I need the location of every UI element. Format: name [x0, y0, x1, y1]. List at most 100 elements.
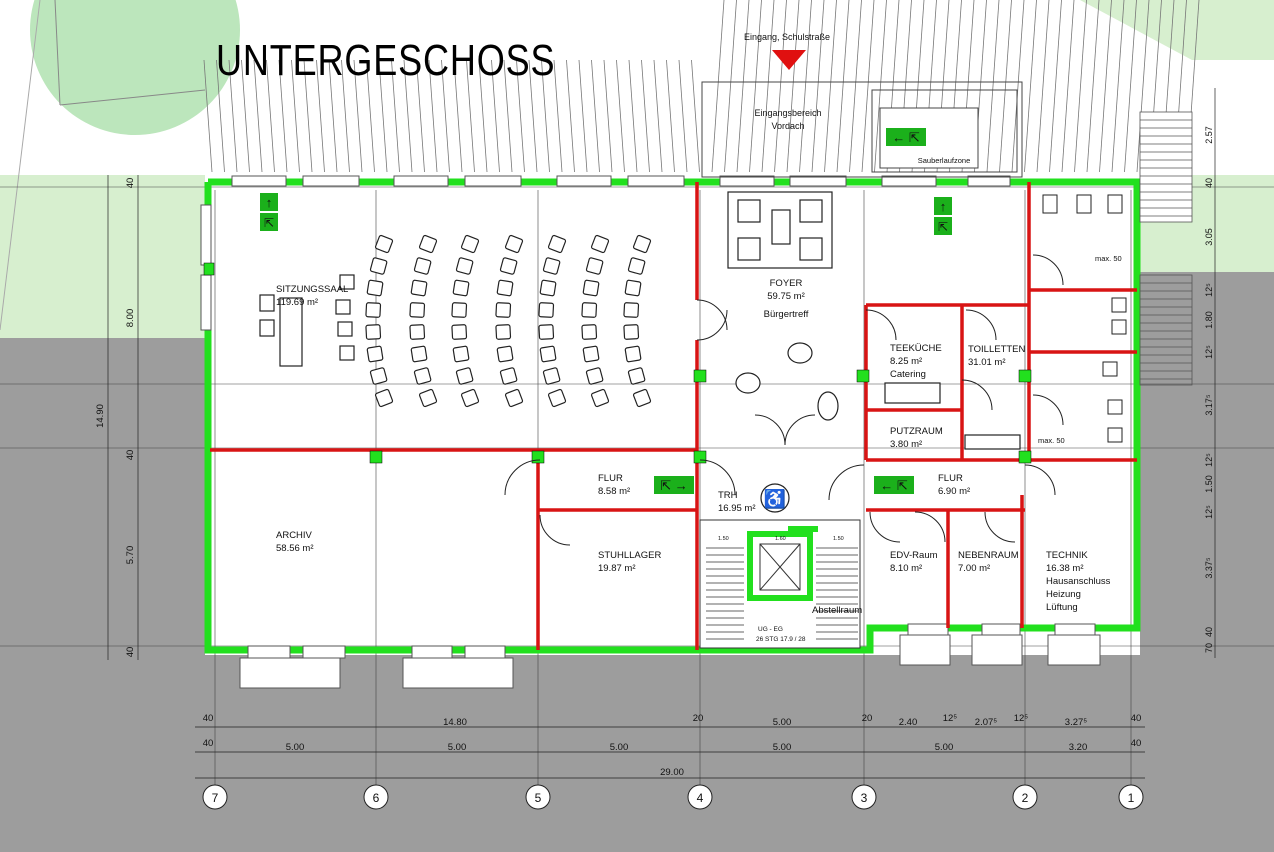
entrance-canopy: [701, 50, 1023, 178]
chair: [460, 388, 480, 408]
svg-text:⇱: ⇱: [264, 216, 274, 230]
dim-bottom: 40: [1131, 738, 1142, 749]
stair-dim-1: 1.50: [718, 536, 729, 542]
chair: [452, 279, 470, 297]
svg-text:⇱: ⇱: [938, 220, 948, 234]
roof-hatch-line: [1124, 0, 1137, 173]
room-technik-note1: Hausanschluss: [1046, 576, 1111, 587]
room-foyer-area: 59.75 m²: [767, 291, 805, 302]
room-flur-right-area: 6.90 m²: [938, 486, 970, 497]
wc-note-upper: max. 50: [1095, 254, 1122, 263]
chair: [623, 302, 640, 318]
roof-hatch-line: [711, 0, 725, 173]
roof-hatch-line: [453, 59, 463, 173]
dim-bottom: 12⁵: [943, 713, 958, 724]
roof-hatch-line: [341, 59, 350, 173]
dim-bottom: 40: [203, 738, 214, 749]
dim-bottom: 40: [203, 713, 214, 724]
chair: [581, 324, 598, 340]
chair: [590, 388, 610, 408]
axis-markers: 7 6 5 4 3 2 1: [202, 784, 1144, 810]
chair-rows: [335, 234, 652, 408]
roof-hatch-line: [253, 59, 263, 173]
exit-sign-icon: ⇱ →: [654, 476, 694, 494]
chair: [418, 234, 438, 254]
roof-hatch-line: [303, 59, 313, 173]
chair: [547, 388, 567, 408]
roof-hatch-line: [786, 0, 800, 173]
doors: [504, 254, 1064, 546]
room-teekueche-note: Catering: [890, 369, 926, 380]
roof-hatch-line: [774, 0, 787, 173]
chair: [581, 302, 598, 318]
grid-lines: [0, 186, 1274, 795]
entrance-area-label-2: Vordach: [771, 121, 804, 131]
roof-hatch-line: [691, 59, 700, 173]
chair: [585, 257, 604, 275]
chair: [339, 274, 355, 290]
room-flur-left-name: FLUR: [598, 473, 623, 484]
chair: [496, 345, 514, 363]
chair: [366, 279, 384, 297]
dim-right: 12⁵: [1204, 453, 1214, 467]
chair: [582, 279, 600, 297]
chair: [542, 257, 561, 275]
chair: [499, 367, 518, 385]
roof-hatch-line: [366, 59, 375, 173]
dimensions-left: 40 8.00 40 5.70 40 14.90: [95, 175, 139, 660]
windows: [200, 175, 1101, 689]
chair: [409, 302, 426, 318]
dim-bottom: 40: [1131, 713, 1142, 724]
roof-hatch-line: [203, 59, 213, 173]
dim-bottom: 20: [693, 713, 704, 724]
room-edv-name: EDV-Raum: [890, 550, 938, 561]
roof-hatch-line: [516, 59, 525, 173]
entrance-label: Eingang, Schulstraße: [744, 32, 830, 42]
chair: [590, 234, 610, 254]
room-technik-area: 16.38 m²: [1046, 563, 1084, 574]
dim-left: 40: [125, 178, 136, 189]
dim-bottom: 2.07⁵: [975, 717, 997, 728]
chair: [495, 302, 512, 318]
stair-core: [699, 519, 861, 649]
outdoor-stairs: [1139, 111, 1193, 386]
chair: [627, 257, 646, 275]
roof-hatch-line: [278, 59, 288, 173]
mat-label: Sauberlaufzone: [918, 156, 971, 165]
room-edv-area: 8.10 m²: [890, 563, 922, 574]
roof-hatch-line: [1011, 0, 1025, 173]
roof-hatch-line: [824, 0, 837, 173]
roof-hatch-line: [1024, 0, 1037, 173]
dim-bottom: 20: [862, 713, 873, 724]
dimensions-bottom: 40 14.80 20 5.00 20 2.40 12⁵ 2.07⁵ 12⁵ 3…: [195, 713, 1145, 779]
chair: [365, 302, 382, 318]
wc-note-lower: max. 50: [1038, 436, 1065, 445]
chair: [627, 367, 646, 385]
dim-right: 70: [1204, 643, 1214, 653]
dim-left: 5.70: [125, 546, 136, 565]
columns: [203, 262, 1032, 464]
chair: [460, 234, 480, 254]
roof-hatch-line: [1049, 0, 1062, 173]
chair: [624, 279, 642, 297]
roof-hatch-line: [391, 59, 400, 173]
room-teekueche-name: TEEKÜCHE: [890, 343, 942, 354]
chair: [455, 367, 474, 385]
roof-hatch-line: [241, 59, 250, 173]
chair: [539, 345, 557, 363]
svg-text:← ⇱: ← ⇱: [880, 478, 908, 493]
axis-label: 5: [535, 791, 542, 805]
room-teekueche-area: 8.25 m²: [890, 356, 922, 367]
room-toiletten-name: TOILLETTEN: [968, 344, 1026, 355]
roof-hatch-line: [1036, 0, 1050, 173]
page-title: UNTERGESCHOSS: [216, 36, 556, 85]
foyer-furniture: [259, 191, 1021, 450]
room-trh-name: TRH: [718, 490, 738, 501]
roof-hatch-line: [403, 59, 413, 173]
dim-right: 2.57: [1204, 126, 1214, 144]
stair-label-2: 26 STG 17.9 / 28: [756, 636, 806, 643]
chair: [632, 388, 652, 408]
chair: [339, 345, 355, 361]
roof-hatch-line: [553, 59, 563, 173]
chair: [624, 345, 642, 363]
